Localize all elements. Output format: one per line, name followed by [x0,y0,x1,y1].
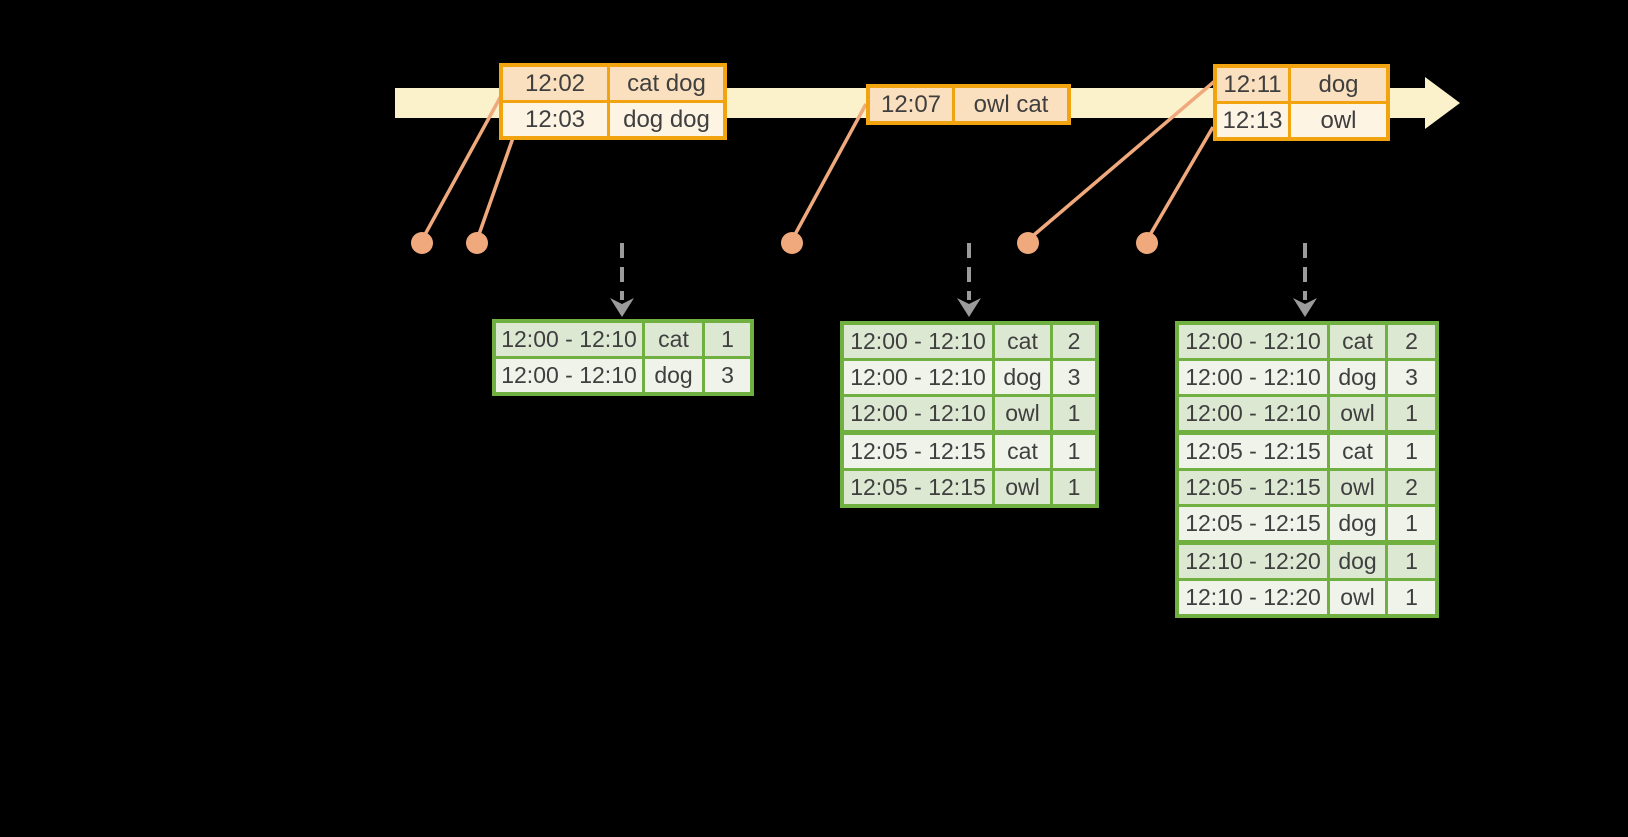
table-cell: dog [642,359,702,392]
table-cell: dog [992,361,1050,394]
table-cell: 1 [702,323,750,356]
table-cell: 12:02 [503,67,607,100]
table-cell: 12:00 - 12:10 [1179,397,1327,430]
table-cell: owl [992,471,1050,504]
table-cell: cat [642,323,702,356]
table-cell: owl [1327,471,1385,504]
table-cell: owl cat [952,88,1067,121]
event-dot [466,232,488,254]
event-connectors [420,78,1218,242]
table-cell: 1 [1050,435,1095,468]
table-cell: owl [1327,581,1385,614]
table-cell: cat dog [607,67,723,100]
event-connector [475,134,516,241]
table-cell: dog [1327,545,1385,578]
table-cell: 2 [1050,325,1095,358]
event-dot [411,232,433,254]
table-cell: 1 [1385,397,1435,430]
table-cell: 12:05 - 12:15 [1179,507,1327,540]
table-cell: 12:00 - 12:10 [844,397,992,430]
table-cell: 12:00 - 12:10 [1179,361,1327,394]
table-cell: dog [1327,507,1385,540]
table-cell: 3 [1385,361,1435,394]
table-cell: cat [1327,435,1385,468]
table-cell: 1 [1050,397,1095,430]
table-cell: owl [992,397,1050,430]
table-cell: 12:00 - 12:10 [496,323,642,356]
table-cell: 12:05 - 12:15 [844,435,992,468]
table-cell: owl [1288,104,1386,137]
event-dot [1017,232,1039,254]
table-cell: 1 [1385,545,1435,578]
table-cell: 2 [1385,325,1435,358]
table-cell: 12:00 - 12:10 [844,361,992,394]
table-cell: 12:10 - 12:20 [1179,545,1327,578]
table-cell: 12:05 - 12:15 [1179,471,1327,504]
table-cell: 1 [1385,581,1435,614]
trigger-arrowhead-icon [957,298,981,317]
table-cell: 2 [1385,471,1435,504]
event-dot [1136,232,1158,254]
trigger-arrowhead-icon [1293,298,1317,317]
trigger-arrows [610,243,1317,317]
table-cell: 12:05 - 12:15 [844,471,992,504]
event-connector [420,95,503,241]
timeline-arrowhead-icon [1425,77,1460,129]
table-cell: cat [992,325,1050,358]
table-cell: 12:11 [1217,68,1288,101]
table-cell: dog [1327,361,1385,394]
table-cell: 12:00 - 12:10 [1179,325,1327,358]
table-cell: 12:05 - 12:15 [1179,435,1327,468]
table-cell: cat [992,435,1050,468]
table-cell: 12:10 - 12:20 [1179,581,1327,614]
table-cell: cat [1327,325,1385,358]
table-cell: 12:03 [503,103,607,136]
table-cell: 12:13 [1217,104,1288,137]
event-connector [1145,126,1215,241]
table-cell: 12:00 - 12:10 [496,359,642,392]
table-cell: 3 [702,359,750,392]
event-connector [1026,78,1218,242]
table-cell: dog [1288,68,1386,101]
event-dots [411,232,1158,254]
table-cell: 12:07 [870,88,952,121]
table-cell: owl [1327,397,1385,430]
event-connector [790,103,868,241]
table-cell: 1 [1050,471,1095,504]
table-cell: 3 [1050,361,1095,394]
event-dot [781,232,803,254]
trigger-arrowhead-icon [610,298,634,317]
table-cell: 1 [1385,435,1435,468]
table-cell: 1 [1385,507,1435,540]
table-cell: dog dog [607,103,723,136]
table-cell: 12:00 - 12:10 [844,325,992,358]
